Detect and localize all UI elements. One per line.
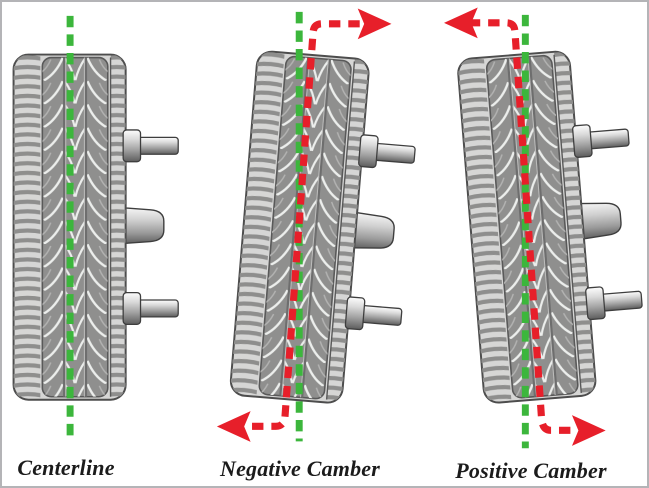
tire-negative-camber <box>230 51 422 408</box>
panel-label-centerline: Centerline <box>17 455 115 480</box>
camber-line-positive <box>468 19 576 434</box>
arrow-left-icon <box>444 7 478 39</box>
camber-line-negative <box>245 20 360 430</box>
tire-centerline <box>14 55 179 400</box>
arrow-right-icon <box>357 8 392 40</box>
arrow-left-icon <box>216 411 251 442</box>
panel-label-positive-camber: Positive Camber <box>455 458 607 483</box>
panel-label-negative-camber: Negative Camber <box>219 456 381 481</box>
arrow-right-icon <box>571 415 606 446</box>
tire-positive-camber <box>457 46 647 403</box>
